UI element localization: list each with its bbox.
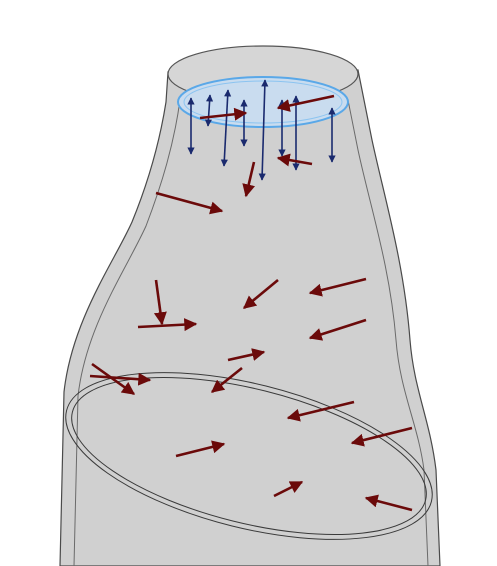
force-arrow: [308, 277, 367, 297]
bottle-inner-wall-right: [347, 99, 429, 566]
force-arrow: [364, 494, 413, 512]
bottle-body: [59, 69, 441, 566]
force-arrow: [199, 107, 248, 121]
force-arrow: [350, 426, 413, 447]
cross-section-outer: [65, 372, 433, 540]
force-arrow: [175, 440, 226, 458]
normal-arrows: [187, 79, 336, 181]
force-arrow: [286, 400, 355, 422]
force-arrow: [89, 372, 152, 386]
cross-section-inner: [71, 376, 427, 536]
force-arrow: [227, 348, 266, 362]
bottle-inner-wall-left: [73, 99, 181, 566]
force-arrow: [155, 191, 224, 215]
double-headed-arrow: [258, 79, 269, 181]
force-arrow: [276, 94, 335, 112]
force-arrow: [276, 153, 313, 167]
force-arrow: [210, 366, 243, 394]
force-arrow: [273, 480, 304, 498]
force-arrow: [153, 279, 167, 326]
force-arrow: [137, 318, 198, 332]
force-arrows: [89, 94, 413, 512]
double-headed-arrow: [220, 89, 232, 167]
force-arrow: [308, 318, 367, 341]
double-headed-arrow: [204, 94, 214, 127]
force-arrow: [242, 161, 256, 198]
bottle-opening: [177, 76, 349, 128]
force-arrow: [91, 362, 136, 396]
force-arrow: [242, 278, 279, 310]
